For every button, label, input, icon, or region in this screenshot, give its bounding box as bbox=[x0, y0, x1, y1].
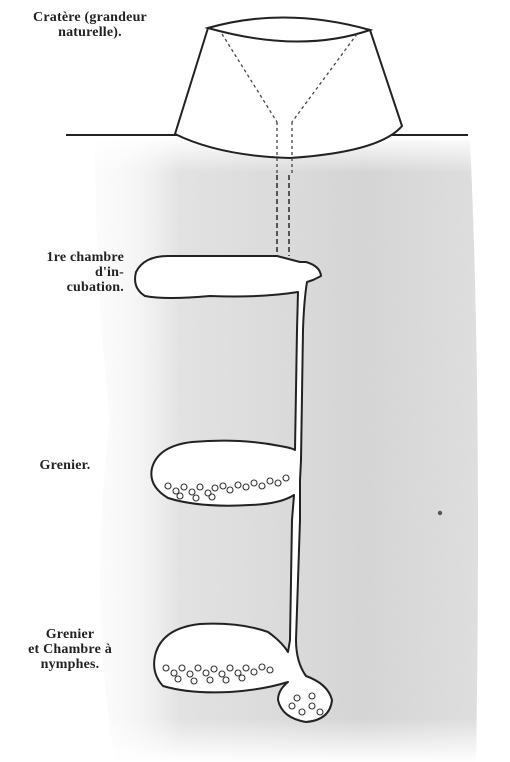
label-chambre1-line2: d'in- bbox=[24, 265, 124, 280]
label-chambre1-line1: 1re chambre bbox=[24, 250, 124, 265]
label-cratere: Cratère (grandeur naturelle). bbox=[10, 10, 170, 40]
label-grenier-nymphes: Grenier et Chambre à nymphes. bbox=[10, 627, 130, 672]
label-grenier-line1: Grenier. bbox=[10, 458, 120, 473]
label-grenier-nymphes-line1: Grenier bbox=[10, 627, 130, 642]
label-grenier: Grenier. bbox=[10, 458, 120, 473]
soil-speck bbox=[438, 511, 442, 515]
label-chambre1-line3: cubation. bbox=[24, 280, 124, 295]
label-grenier-nymphes-line3: nymphes. bbox=[10, 657, 130, 672]
label-cratere-line1: Cratère (grandeur bbox=[10, 10, 170, 25]
label-premiere-chambre: 1re chambre d'in- cubation. bbox=[24, 250, 124, 295]
label-grenier-nymphes-line2: et Chambre à bbox=[10, 642, 130, 657]
label-cratere-line2: naturelle). bbox=[10, 25, 170, 40]
